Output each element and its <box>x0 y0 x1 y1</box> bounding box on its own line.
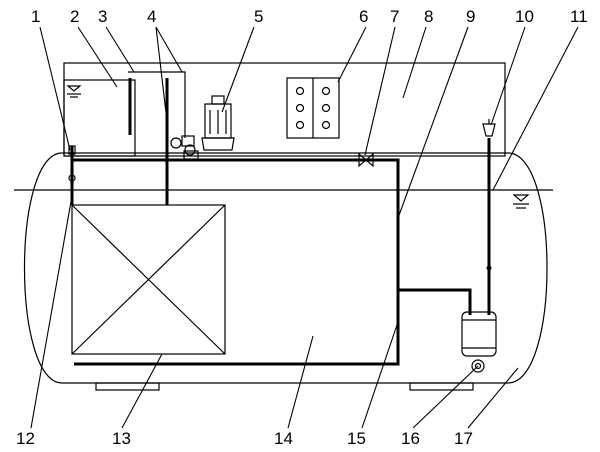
leader-16 <box>412 365 479 429</box>
bio-reactor <box>71 204 226 355</box>
tank-body <box>24 152 548 384</box>
leader-9 <box>397 26 469 219</box>
label-4: 4 <box>147 7 156 26</box>
leader-7 <box>364 26 396 156</box>
label-16: 16 <box>401 429 420 448</box>
leader-12 <box>30 195 73 429</box>
label-17: 17 <box>454 429 473 448</box>
leader-6 <box>337 26 367 83</box>
label-15: 15 <box>347 429 366 448</box>
label-7: 7 <box>390 7 399 26</box>
leader-14 <box>287 335 314 429</box>
label-6: 6 <box>359 7 368 26</box>
label-13: 13 <box>112 429 131 448</box>
label-14: 14 <box>274 429 293 448</box>
valve-7 <box>358 152 374 168</box>
water-level-symbol-right <box>512 194 530 209</box>
water-level-symbol-left <box>66 85 82 98</box>
leader-15 <box>361 321 399 429</box>
support-foot-right <box>409 382 474 391</box>
support-foot-left <box>95 382 160 391</box>
label-10: 10 <box>515 7 534 26</box>
leader-10 <box>490 26 526 126</box>
label-9: 9 <box>466 7 475 26</box>
label-11: 11 <box>570 7 588 26</box>
leader-17 <box>467 367 519 429</box>
label-8: 8 <box>424 7 433 26</box>
leader-5 <box>221 26 255 113</box>
pump <box>201 95 235 151</box>
leader-4a <box>155 26 169 131</box>
vertical-pipe-3 <box>128 71 186 138</box>
label-5: 5 <box>254 7 263 26</box>
label-12: 12 <box>16 429 35 448</box>
leader-11 <box>492 26 579 191</box>
label-1: 1 <box>31 7 40 26</box>
leader-2 <box>77 26 118 88</box>
left-riser-valves <box>68 145 76 182</box>
label-3: 3 <box>98 7 107 26</box>
control-panel <box>286 77 340 139</box>
outlet-pipe <box>398 288 472 315</box>
label-2: 2 <box>70 7 79 26</box>
leader-1 <box>39 26 71 151</box>
dosing-tank <box>63 79 136 157</box>
leader-8 <box>402 26 427 99</box>
main-horizontal-pipe <box>73 158 400 366</box>
leader-13 <box>121 353 163 429</box>
lift-pump <box>461 311 497 373</box>
leader-4b <box>155 26 183 73</box>
leader-3 <box>105 26 135 73</box>
